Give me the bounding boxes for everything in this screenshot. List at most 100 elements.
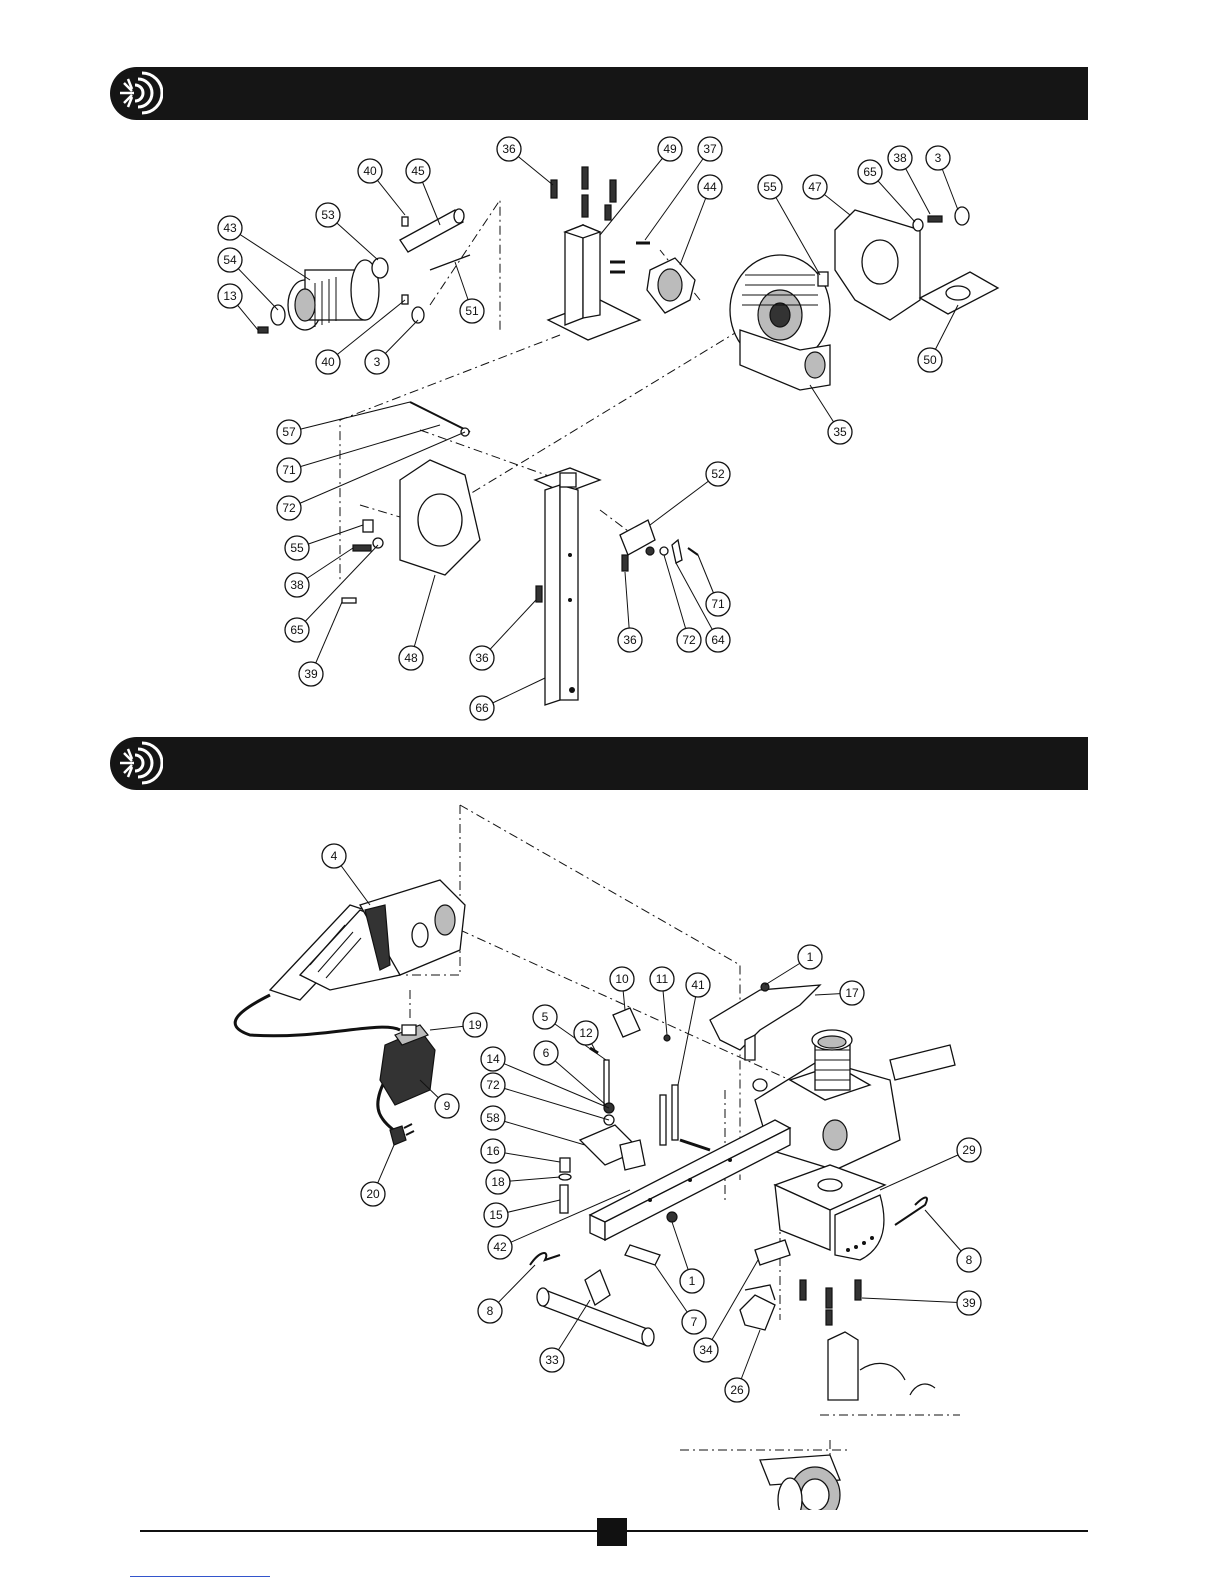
callout-label: 50 [923, 353, 937, 367]
callout: 64 [706, 628, 730, 652]
callout: 5 [533, 1005, 557, 1029]
assembly-line [460, 330, 740, 500]
cotter-pin [688, 548, 698, 555]
section-header-bar-2 [110, 737, 1088, 790]
hitch-pin [530, 1253, 560, 1265]
callout-label: 71 [282, 463, 296, 477]
sleeve [755, 1240, 790, 1265]
callout-label: 19 [468, 1018, 482, 1032]
callout: 72 [277, 496, 301, 520]
callout: 4 [322, 844, 346, 868]
callout-label: 12 [579, 1026, 593, 1040]
callout-label: 48 [404, 651, 418, 665]
tab [672, 540, 682, 563]
section-header-bar-1 [110, 67, 1088, 120]
callout-label: 8 [966, 1253, 973, 1267]
callout: 36 [497, 137, 521, 161]
retaining-ring [955, 207, 969, 225]
bolt [536, 586, 542, 602]
callout-label: 36 [502, 142, 516, 156]
callout-label: 41 [691, 978, 705, 992]
washer [271, 305, 285, 325]
callout-label: 71 [711, 597, 725, 611]
bracket-hole [862, 240, 898, 284]
callout: 6 [534, 1041, 558, 1065]
callout-label: 72 [682, 633, 696, 647]
callout-label: 14 [486, 1052, 500, 1066]
callout: 50 [918, 348, 942, 372]
sleeve [613, 1008, 640, 1037]
radiating-logo-icon [110, 67, 163, 120]
callout-label: 42 [493, 1240, 507, 1254]
bearing-bore [658, 269, 682, 301]
callout-label: 10 [615, 972, 629, 986]
power-cord [235, 995, 400, 1036]
callout-label: 17 [845, 986, 859, 1000]
callout-label: 15 [489, 1208, 503, 1222]
callout: 72 [481, 1073, 505, 1097]
callout: 19 [463, 1013, 487, 1037]
nut [646, 547, 654, 555]
callout-label: 36 [475, 651, 489, 665]
callout: 1 [680, 1269, 704, 1293]
callout: 65 [285, 618, 309, 642]
stand-bolts [551, 167, 616, 220]
callout-label: 3 [935, 151, 942, 165]
foot-switch [380, 1025, 435, 1105]
callout: 13 [218, 284, 242, 308]
callout-label: 33 [545, 1353, 559, 1367]
callout-label: 34 [699, 1343, 713, 1357]
callout: 11 [650, 967, 674, 991]
callout: 42 [488, 1235, 512, 1259]
callout-label: 39 [304, 667, 318, 681]
callout: 39 [957, 1291, 981, 1315]
callout: 3 [926, 146, 950, 170]
base-plate-hole [818, 1179, 842, 1191]
leg-tube [535, 468, 600, 705]
bushing [372, 258, 388, 278]
callout-label: 53 [321, 208, 335, 222]
screw [855, 1280, 861, 1300]
callout: 71 [706, 592, 730, 616]
callout-label: 49 [663, 142, 677, 156]
callout-label: 8 [487, 1304, 494, 1318]
caster-wheel [760, 1455, 840, 1510]
callout-label: 37 [703, 142, 717, 156]
screw [826, 1310, 832, 1325]
callout: 8 [957, 1248, 981, 1272]
callout-label: 72 [486, 1078, 500, 1092]
pin [560, 1185, 568, 1213]
pin [625, 1245, 660, 1265]
sleeve [560, 1158, 570, 1172]
callout-label: 29 [962, 1143, 976, 1157]
callout: 49 [658, 137, 682, 161]
callout: 66 [470, 696, 494, 720]
long-bolt [660, 1095, 666, 1145]
callout-label: 52 [711, 467, 725, 481]
callout-label: 18 [491, 1175, 505, 1189]
callout: 36 [470, 646, 494, 670]
bolt [622, 555, 628, 571]
handle-tube [537, 1270, 654, 1346]
callout: 71 [277, 458, 301, 482]
callout: 12 [574, 1021, 598, 1045]
callout-label: 7 [691, 1315, 698, 1329]
callout: 41 [686, 973, 710, 997]
callout: 26 [725, 1378, 749, 1402]
callout-label: 1 [807, 950, 814, 964]
spacer [363, 520, 373, 532]
callout-label: 6 [543, 1046, 550, 1060]
nut [667, 1212, 677, 1222]
callout: 8 [478, 1299, 502, 1323]
callout-label: 58 [486, 1111, 500, 1125]
callout: 36 [618, 628, 642, 652]
callout-label: 9 [444, 1099, 451, 1113]
callout-label: 40 [321, 355, 335, 369]
callout: 34 [694, 1338, 718, 1362]
callout: 54 [218, 248, 242, 272]
callout-label: 13 [223, 289, 237, 303]
callout-label: 4 [331, 849, 338, 863]
switch-bracket-tab [620, 1140, 645, 1170]
winch-drum [288, 260, 379, 330]
callout-label: 39 [962, 1296, 976, 1310]
